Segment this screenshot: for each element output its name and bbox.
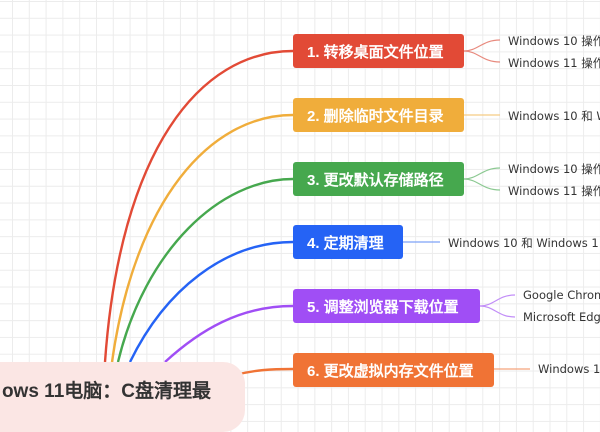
leaf-node[interactable]: Google Chrome [523,288,600,302]
connector-branch-1 [103,49,294,363]
root-label: ows 11电脑：C盘清理最 [1,381,211,402]
leaf-node[interactable]: Windows 10 和 Wi [508,109,600,123]
branch-label: 6. 更改虚拟内存文件位置 [307,362,474,380]
branch-node-2[interactable]: 2. 删除临时文件目录 [293,98,464,132]
branch-label: 3. 更改默认存储路径 [307,171,444,189]
branch-label: 4. 定期清理 [307,234,384,252]
connector-branch-5 [164,304,294,363]
connector-leaf-3b [463,178,501,191]
leaf-node[interactable]: Windows 10 和 Windows 11 操 [448,236,600,250]
connector-leaf-5a [479,294,516,307]
branch-node-1[interactable]: 1. 转移桌面文件位置 [293,34,464,68]
branch-node-5[interactable]: 5. 调整浏览器下载位置 [293,289,480,323]
branch-label: 1. 转移桌面文件位置 [307,43,444,61]
connector-leaf-5b [479,305,516,318]
leaf-node[interactable]: Microsoft Edge [523,310,600,324]
leaf-node[interactable]: Windows 10 操作步 [508,34,600,48]
branch-node-4[interactable]: 4. 定期清理 [293,225,403,259]
connector-branch-6 [234,367,294,377]
connector-branch-2 [110,113,294,363]
root-node[interactable]: ows 11电脑：C盘清理最 [0,362,245,432]
branch-label: 2. 删除临时文件目录 [307,107,444,125]
branch-label: 5. 调整浏览器下载位置 [307,298,459,316]
connector-leaf-1b [463,50,501,63]
leaf-node[interactable]: Windows 10 操作步 [508,162,600,176]
leaf-node[interactable]: Windows 10 [538,362,600,376]
leaf-node[interactable]: Windows 11 操作步 [508,56,600,70]
leaf-node[interactable]: Windows 11 操作步 [508,184,600,198]
connector-branch-4 [128,240,294,363]
connector-leaf-3a [463,167,501,180]
connector-branch-3 [116,177,294,363]
connector-leaf-1a [463,39,501,52]
branch-node-6[interactable]: 6. 更改虚拟内存文件位置 [293,353,494,387]
branch-node-3[interactable]: 3. 更改默认存储路径 [293,162,464,196]
